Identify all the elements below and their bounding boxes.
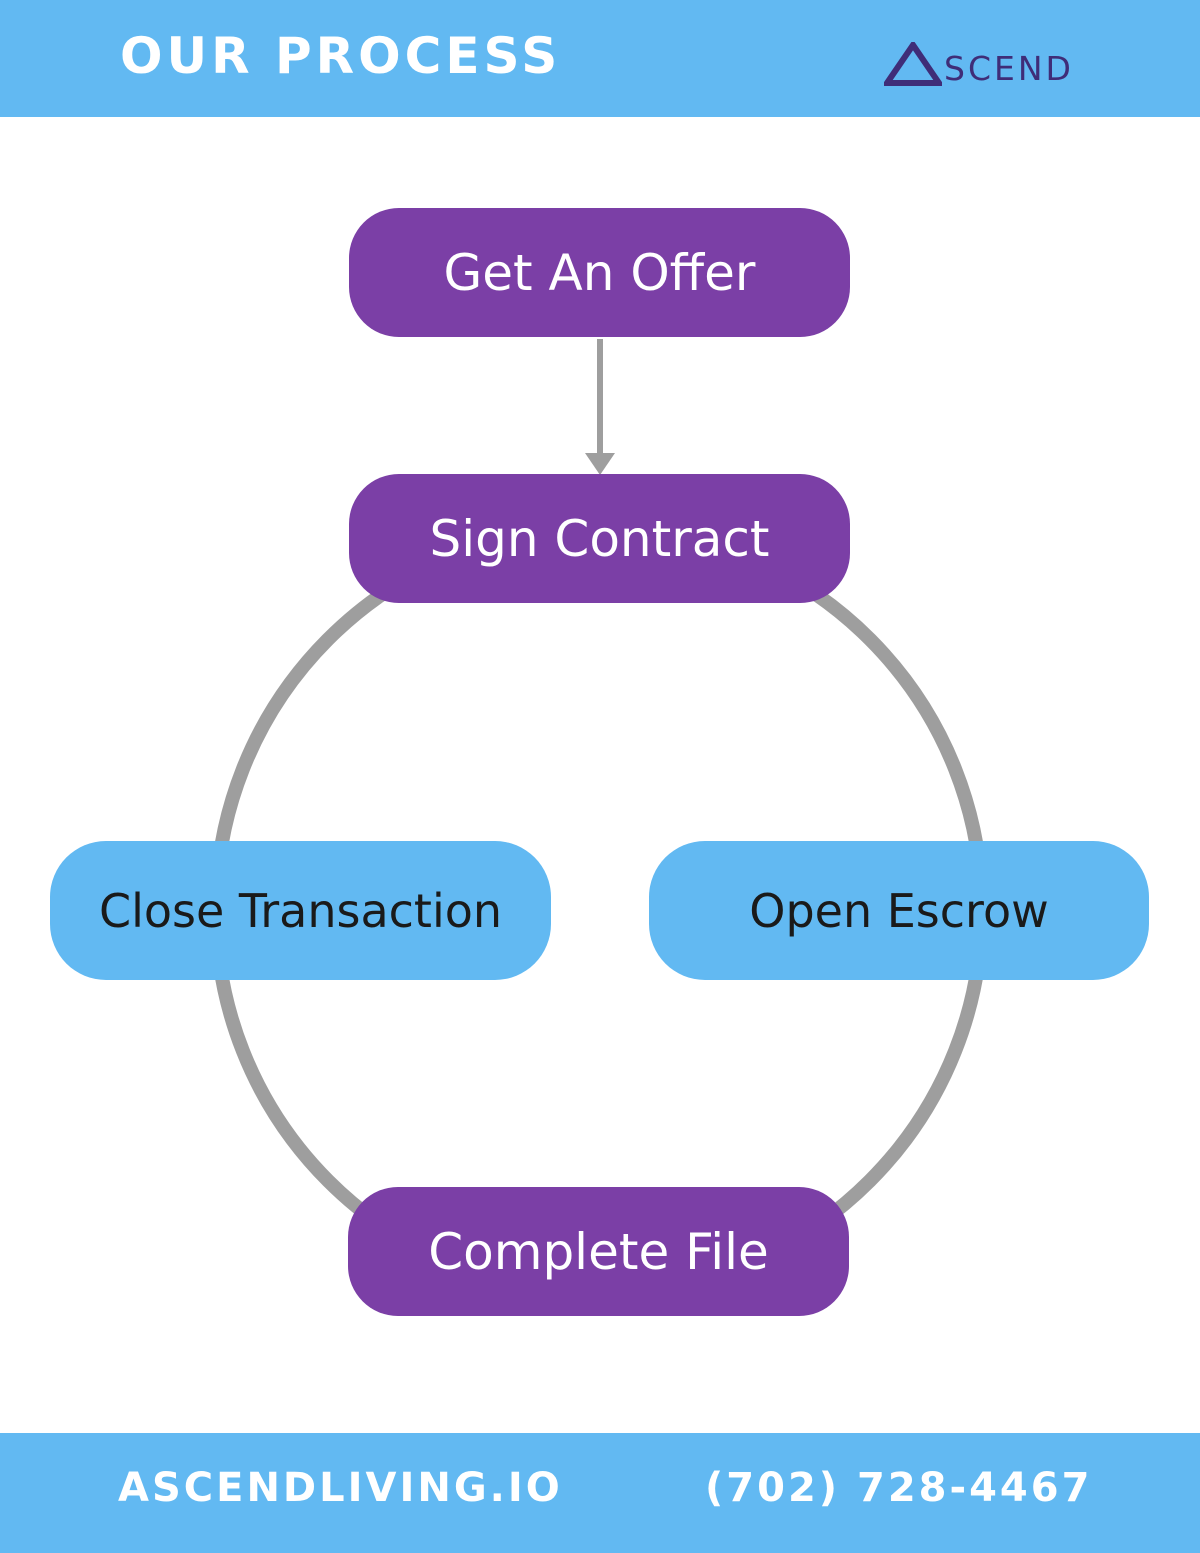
triangle-a-logo-icon bbox=[884, 42, 942, 86]
node-get-an-offer: Get An Offer bbox=[349, 208, 850, 337]
node-sign-contract: Sign Contract bbox=[349, 474, 850, 603]
node-close-transaction: Close Transaction bbox=[50, 841, 551, 980]
website-link[interactable]: ASCENDLIVING.IO bbox=[118, 1465, 563, 1511]
footer-banner: ASCENDLIVING.IO (702) 728-4467 bbox=[0, 1433, 1200, 1553]
header-banner: OUR PROCESS SCEND bbox=[0, 0, 1200, 117]
logo-text: SCEND bbox=[944, 49, 1074, 88]
arrow-head bbox=[585, 453, 615, 475]
page-title: OUR PROCESS bbox=[120, 27, 562, 85]
node-label: Open Escrow bbox=[749, 883, 1049, 938]
node-open-escrow: Open Escrow bbox=[649, 841, 1149, 980]
ascend-logo: SCEND bbox=[884, 36, 1074, 86]
node-label: Close Transaction bbox=[98, 883, 503, 938]
node-label: Sign Contract bbox=[429, 509, 770, 568]
process-diagram: Get An Offer Sign Contract Open Escrow C… bbox=[0, 117, 1200, 1433]
node-label: Get An Offer bbox=[443, 243, 756, 302]
node-label: Complete File bbox=[428, 1222, 769, 1281]
phone-number[interactable]: (702) 728-4467 bbox=[705, 1465, 1093, 1511]
node-complete-file: Complete File bbox=[348, 1187, 849, 1316]
